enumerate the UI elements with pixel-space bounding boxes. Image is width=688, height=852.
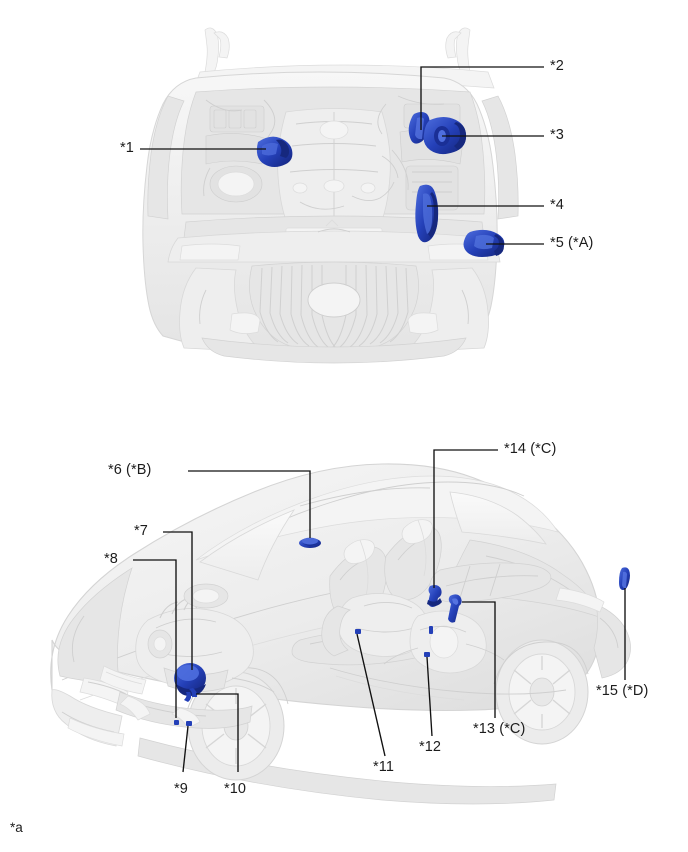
highlight-part-3 — [423, 117, 467, 155]
page-footnote: *a — [10, 820, 23, 835]
highlight-part-13 — [448, 594, 462, 623]
callout-label-5: *5 (*A) — [550, 235, 594, 251]
front-wheel — [187, 671, 285, 781]
highlight-part-2 — [408, 112, 430, 144]
callout-label-6: *6 (*B) — [108, 462, 152, 478]
callout-label-14: *14 (*C) — [504, 441, 557, 457]
figure-bottom-artwork — [50, 449, 631, 805]
callout-label-9: *9 — [174, 781, 188, 797]
highlight-part-6 — [299, 537, 321, 548]
callout-label-12: *12 — [419, 739, 442, 755]
highlight-part-12 — [424, 626, 433, 657]
callout-label-10: *10 — [224, 781, 247, 797]
highlight-part-15 — [619, 567, 630, 590]
highlight-part-14 — [427, 585, 442, 607]
highlight-part-1 — [256, 136, 293, 167]
leader-lines-bottom — [133, 449, 626, 773]
callout-label-7: *7 — [134, 523, 148, 539]
callout-label-4: *4 — [550, 197, 564, 213]
highlight-part-4 — [415, 184, 439, 243]
callout-label-1: *1 — [120, 140, 134, 156]
callout-label-15: *15 (*D) — [596, 683, 649, 699]
highlight-part-10 — [189, 688, 198, 697]
callout-label-3: *3 — [550, 127, 564, 143]
leader-lines-top — [140, 66, 544, 245]
highlight-part-9 — [186, 721, 192, 726]
grille-slats — [259, 264, 409, 349]
highlight-part-8 — [174, 720, 179, 725]
highlight-part-7 — [174, 663, 206, 702]
callout-label-8: *8 — [104, 551, 118, 567]
callout-label-13: *13 (*C) — [473, 721, 526, 737]
figure-top-artwork — [140, 27, 544, 364]
highlight-part-5 — [463, 229, 505, 257]
callout-label-2: *2 — [550, 58, 564, 74]
highlight-part-11 — [355, 629, 361, 634]
callout-label-11: *11 — [373, 759, 394, 775]
